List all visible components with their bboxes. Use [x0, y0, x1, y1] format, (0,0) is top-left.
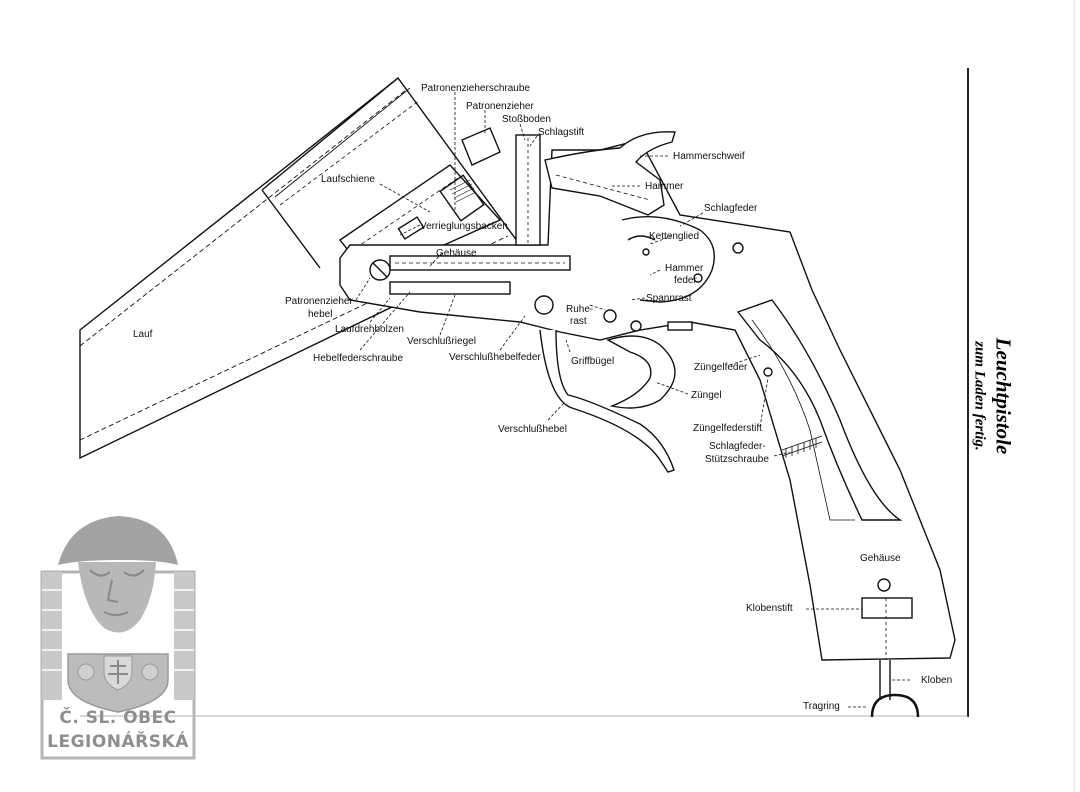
page-subtitle: zum Laden fertig. [971, 341, 988, 451]
label-hammer: Hammer [645, 181, 684, 192]
label-ruherast-1: Ruhe- [566, 304, 593, 315]
label-schlagfeder-stuetzschraube-2: Stützschraube [705, 454, 769, 465]
page-title: Leuchtpistole [991, 337, 1016, 455]
label-laufschiene: Laufschiene [321, 174, 375, 185]
label-zuengelfeder: Züngelfeder [694, 362, 748, 373]
label-griffbuegel: Griffbügel [571, 356, 614, 367]
part-labels: Patronenzieherschraube Patronenzieher St… [133, 83, 952, 712]
label-ruherast-2: rast [570, 316, 587, 327]
page-frame [80, 0, 1075, 792]
label-laufdrehbolzen: Laufdrehbolzen [335, 324, 404, 335]
label-stossboden: Stoßboden [502, 114, 551, 125]
logo-text-line1: Č. SL. OBEC [59, 708, 177, 728]
label-kloben: Kloben [921, 675, 952, 686]
label-zuengel: Züngel [691, 390, 722, 401]
label-gehaeuse-top: Gehäuse [436, 248, 477, 259]
label-tragring: Tragring [803, 701, 840, 712]
label-hammerfeder-2: feder [674, 275, 697, 286]
label-kettenglied: Kettenglied [649, 231, 699, 242]
label-hammerschweif: Hammerschweif [673, 151, 745, 162]
logo-text-line2: LEGIONÁŘSKÁ [47, 732, 189, 752]
label-spannrast: Spannrast [646, 293, 692, 304]
label-lauf: Lauf [133, 329, 153, 340]
legion-logo-emblem [40, 516, 196, 760]
label-klobenstift: Klobenstift [746, 603, 793, 614]
label-schlagstift: Schlagstift [538, 127, 584, 138]
frame-drawing [339, 131, 956, 718]
label-hammerfeder-1: Hammer [665, 263, 704, 274]
label-hebelfederschraube: Hebelfederschraube [313, 353, 403, 364]
label-patronenzieher: Patronenzieher [466, 101, 534, 112]
leader-lines [355, 92, 910, 708]
label-verschlusshebel: Verschlußhebel [498, 424, 567, 435]
label-schlagfeder: Schlagfeder [704, 203, 758, 214]
label-schlagfeder-stuetzschraube-1: Schlagfeder- [709, 441, 766, 452]
label-zuengelfederstift: Züngelfederstift [693, 423, 762, 434]
label-gehaeuse-grip: Gehäuse [860, 553, 901, 564]
label-patronenzieherhebel-1: Patronenzieher [285, 296, 353, 307]
label-patronenzieherschraube: Patronenzieherschraube [421, 83, 530, 94]
label-verrieglungsbacken: Verrieglungsbacken [420, 221, 508, 232]
label-verschlusshebelfeder: Verschlußhebelfeder [449, 352, 541, 363]
label-verschlussriegel: Verschlußriegel [407, 336, 476, 347]
label-patronenzieherhebel-2: hebel [308, 309, 332, 320]
